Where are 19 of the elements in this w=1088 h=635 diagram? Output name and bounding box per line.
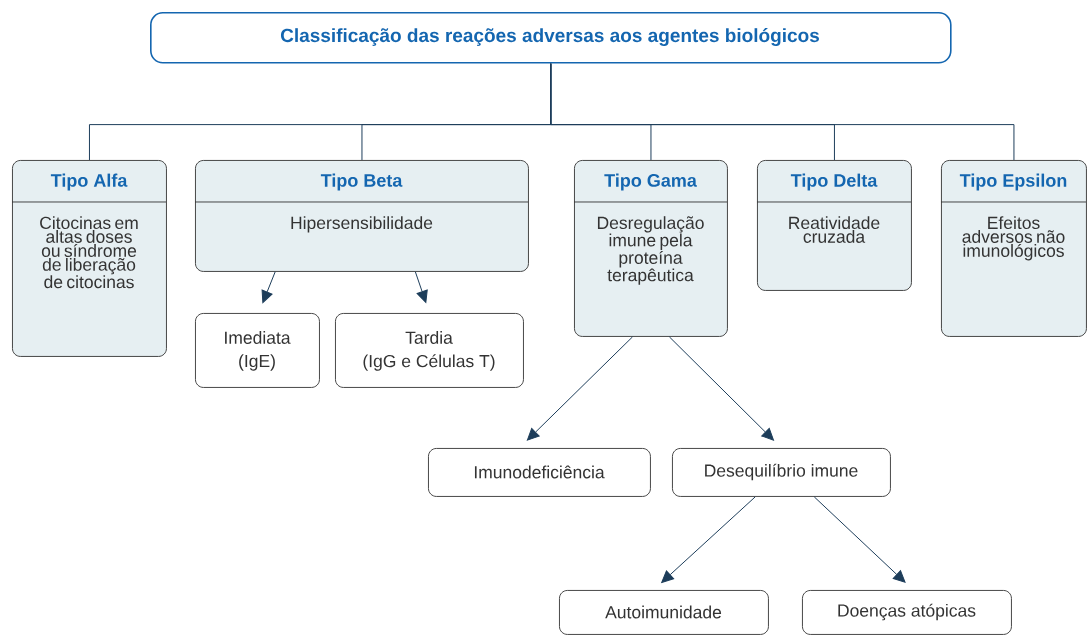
category-box: Tipo Epsilon Efeitos adversos não imunológicos — [940, 160, 1087, 337]
arrow — [661, 496, 756, 583]
arrow — [414, 271, 428, 303]
subtype-box: Autoimunidade — [559, 590, 769, 635]
arrow — [813, 496, 906, 583]
subtype-box: Imunodeficiência — [428, 448, 651, 497]
category-box: Tipo Beta Hipersensibilidade — [194, 160, 529, 272]
subtype-box: Tardia (IgG e Células T) — [335, 313, 524, 388]
connector-line — [550, 63, 1015, 161]
arrow — [261, 271, 276, 304]
subtype-box: Desequilíbrio imune — [672, 448, 891, 497]
category-box: Tipo Delta Reatividade cruzada — [756, 160, 912, 291]
arrow — [526, 336, 633, 441]
subtype-box: Imediata (IgE) — [195, 313, 320, 388]
subtype-box: Doenças atópicas — [802, 590, 1012, 635]
category-box: Tipo Alfa Citocinas em altas doses ou síndrome de liberação de citocinas — [11, 160, 167, 357]
category-box: Tipo Gama Desregulação imune pela proteína terapêutica — [573, 160, 728, 337]
arrow — [668, 336, 774, 441]
title-box: Classificação das reações adversas aos agentes biológicos — [150, 12, 952, 64]
